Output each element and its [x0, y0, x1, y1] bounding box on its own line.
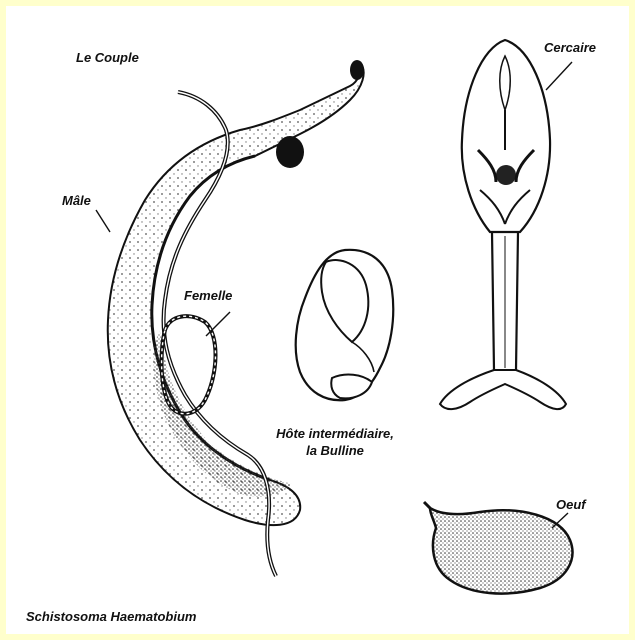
- male-head-tip: [350, 60, 364, 80]
- cercaria-organ: [496, 165, 516, 185]
- male-ventral-sucker: [276, 136, 304, 168]
- cercaria-label: Cercaire: [544, 40, 596, 55]
- snail-aperture: [331, 375, 372, 399]
- male-leader-line: [96, 210, 110, 232]
- snail-shell-drawing: [296, 250, 394, 400]
- egg-drawing: [424, 502, 572, 594]
- host-label: Hôte intermédiaire, la Bulline: [250, 425, 420, 459]
- female-label: Femelle: [184, 288, 232, 303]
- egg-shell: [430, 508, 572, 594]
- host-label-line1: Hôte intermédiaire,: [250, 425, 420, 442]
- host-label-line2: la Bulline: [250, 442, 420, 459]
- male-label: Mâle: [62, 193, 91, 208]
- egg-label: Oeuf: [556, 497, 586, 512]
- cercaria-leader-line: [546, 62, 572, 90]
- species-caption: Schistosoma Haematobium: [26, 609, 197, 624]
- cercaria-tail-furca: [440, 370, 566, 409]
- couple-label: Le Couple: [76, 50, 139, 65]
- cercaria-drawing: [440, 40, 566, 409]
